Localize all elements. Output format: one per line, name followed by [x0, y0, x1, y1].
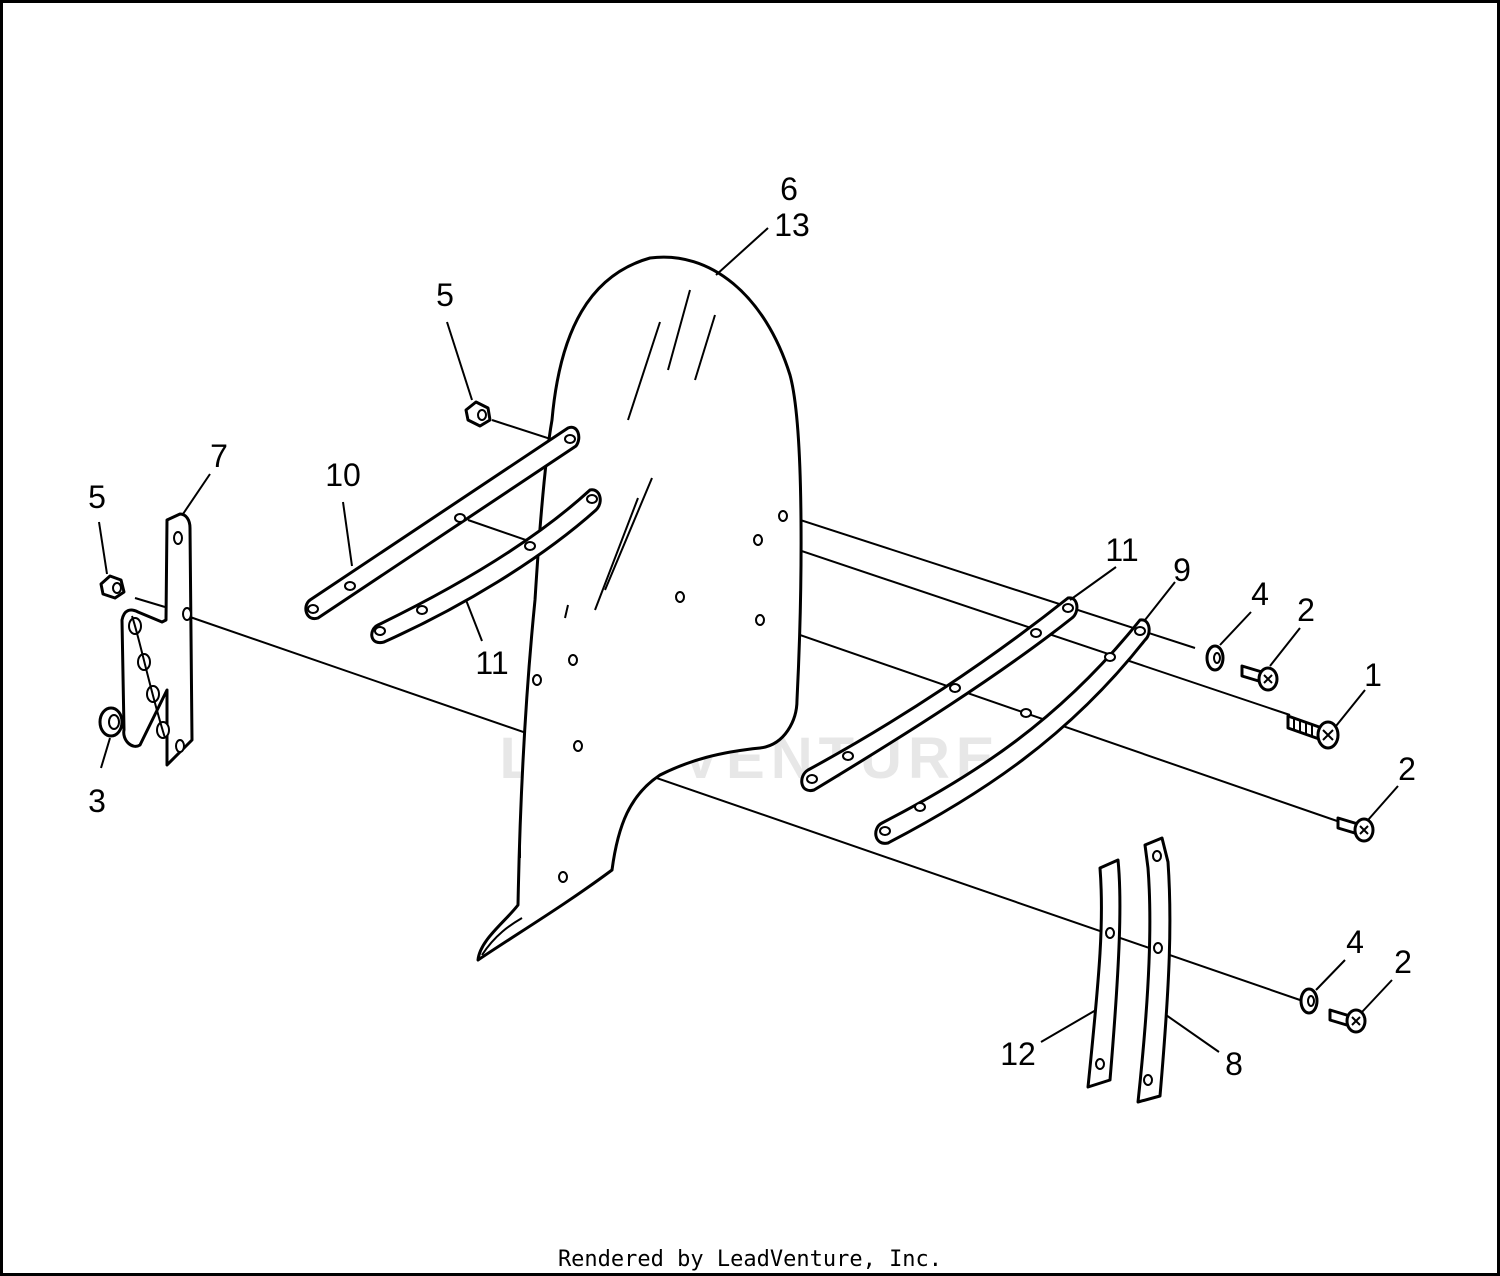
rear-brace-strap	[874, 618, 1151, 845]
callout-4-upper: 4	[1251, 576, 1269, 612]
screw-2-upper	[1240, 664, 1279, 692]
washer-3	[98, 706, 124, 738]
callout-13: 13	[774, 207, 810, 243]
lower-brace-strap-rear	[800, 596, 1079, 793]
acorn-nut-upper	[464, 400, 492, 428]
callout-3: 3	[88, 783, 106, 819]
callout-12: 12	[1000, 1036, 1036, 1072]
left-mounting-bracket	[120, 512, 194, 767]
upper-brace-strap	[304, 425, 581, 621]
callout-1: 1	[1364, 657, 1382, 693]
callout-2-lower: 2	[1394, 944, 1412, 980]
callout-7: 7	[210, 438, 228, 474]
callout-11-rear: 11	[1105, 532, 1138, 568]
callout-5-upper: 5	[436, 277, 454, 313]
screw-1	[1286, 714, 1340, 750]
lower-strap-rear	[1136, 836, 1172, 1104]
callout-4-lower: 4	[1346, 924, 1364, 960]
screw-2-middle	[1336, 816, 1375, 843]
callout-10: 10	[325, 457, 361, 493]
acorn-nut-left	[99, 574, 126, 600]
callout-2-middle: 2	[1398, 751, 1416, 787]
callout-leaders	[98, 227, 1399, 1053]
callout-5-left: 5	[88, 479, 106, 515]
callout-9: 9	[1173, 552, 1191, 588]
callout-labels: 6 13 5 7 5 10 11 11 9 4 2 1 2 3 4 2 12 8	[88, 171, 1416, 1082]
lower-brace-strap-front	[370, 488, 602, 645]
callout-11-front: 11	[475, 645, 508, 681]
footer-credit: Rendered by LeadVenture, Inc.	[558, 1247, 942, 1272]
callout-8: 8	[1225, 1046, 1243, 1082]
lower-strap-front	[1086, 858, 1122, 1089]
washer-4-upper	[1205, 644, 1225, 672]
screw-2-lower	[1328, 1008, 1367, 1034]
callout-2-upper: 2	[1297, 592, 1315, 628]
callout-6: 6	[780, 171, 798, 207]
windshield	[476, 255, 803, 962]
washer-4-lower	[1299, 987, 1319, 1015]
